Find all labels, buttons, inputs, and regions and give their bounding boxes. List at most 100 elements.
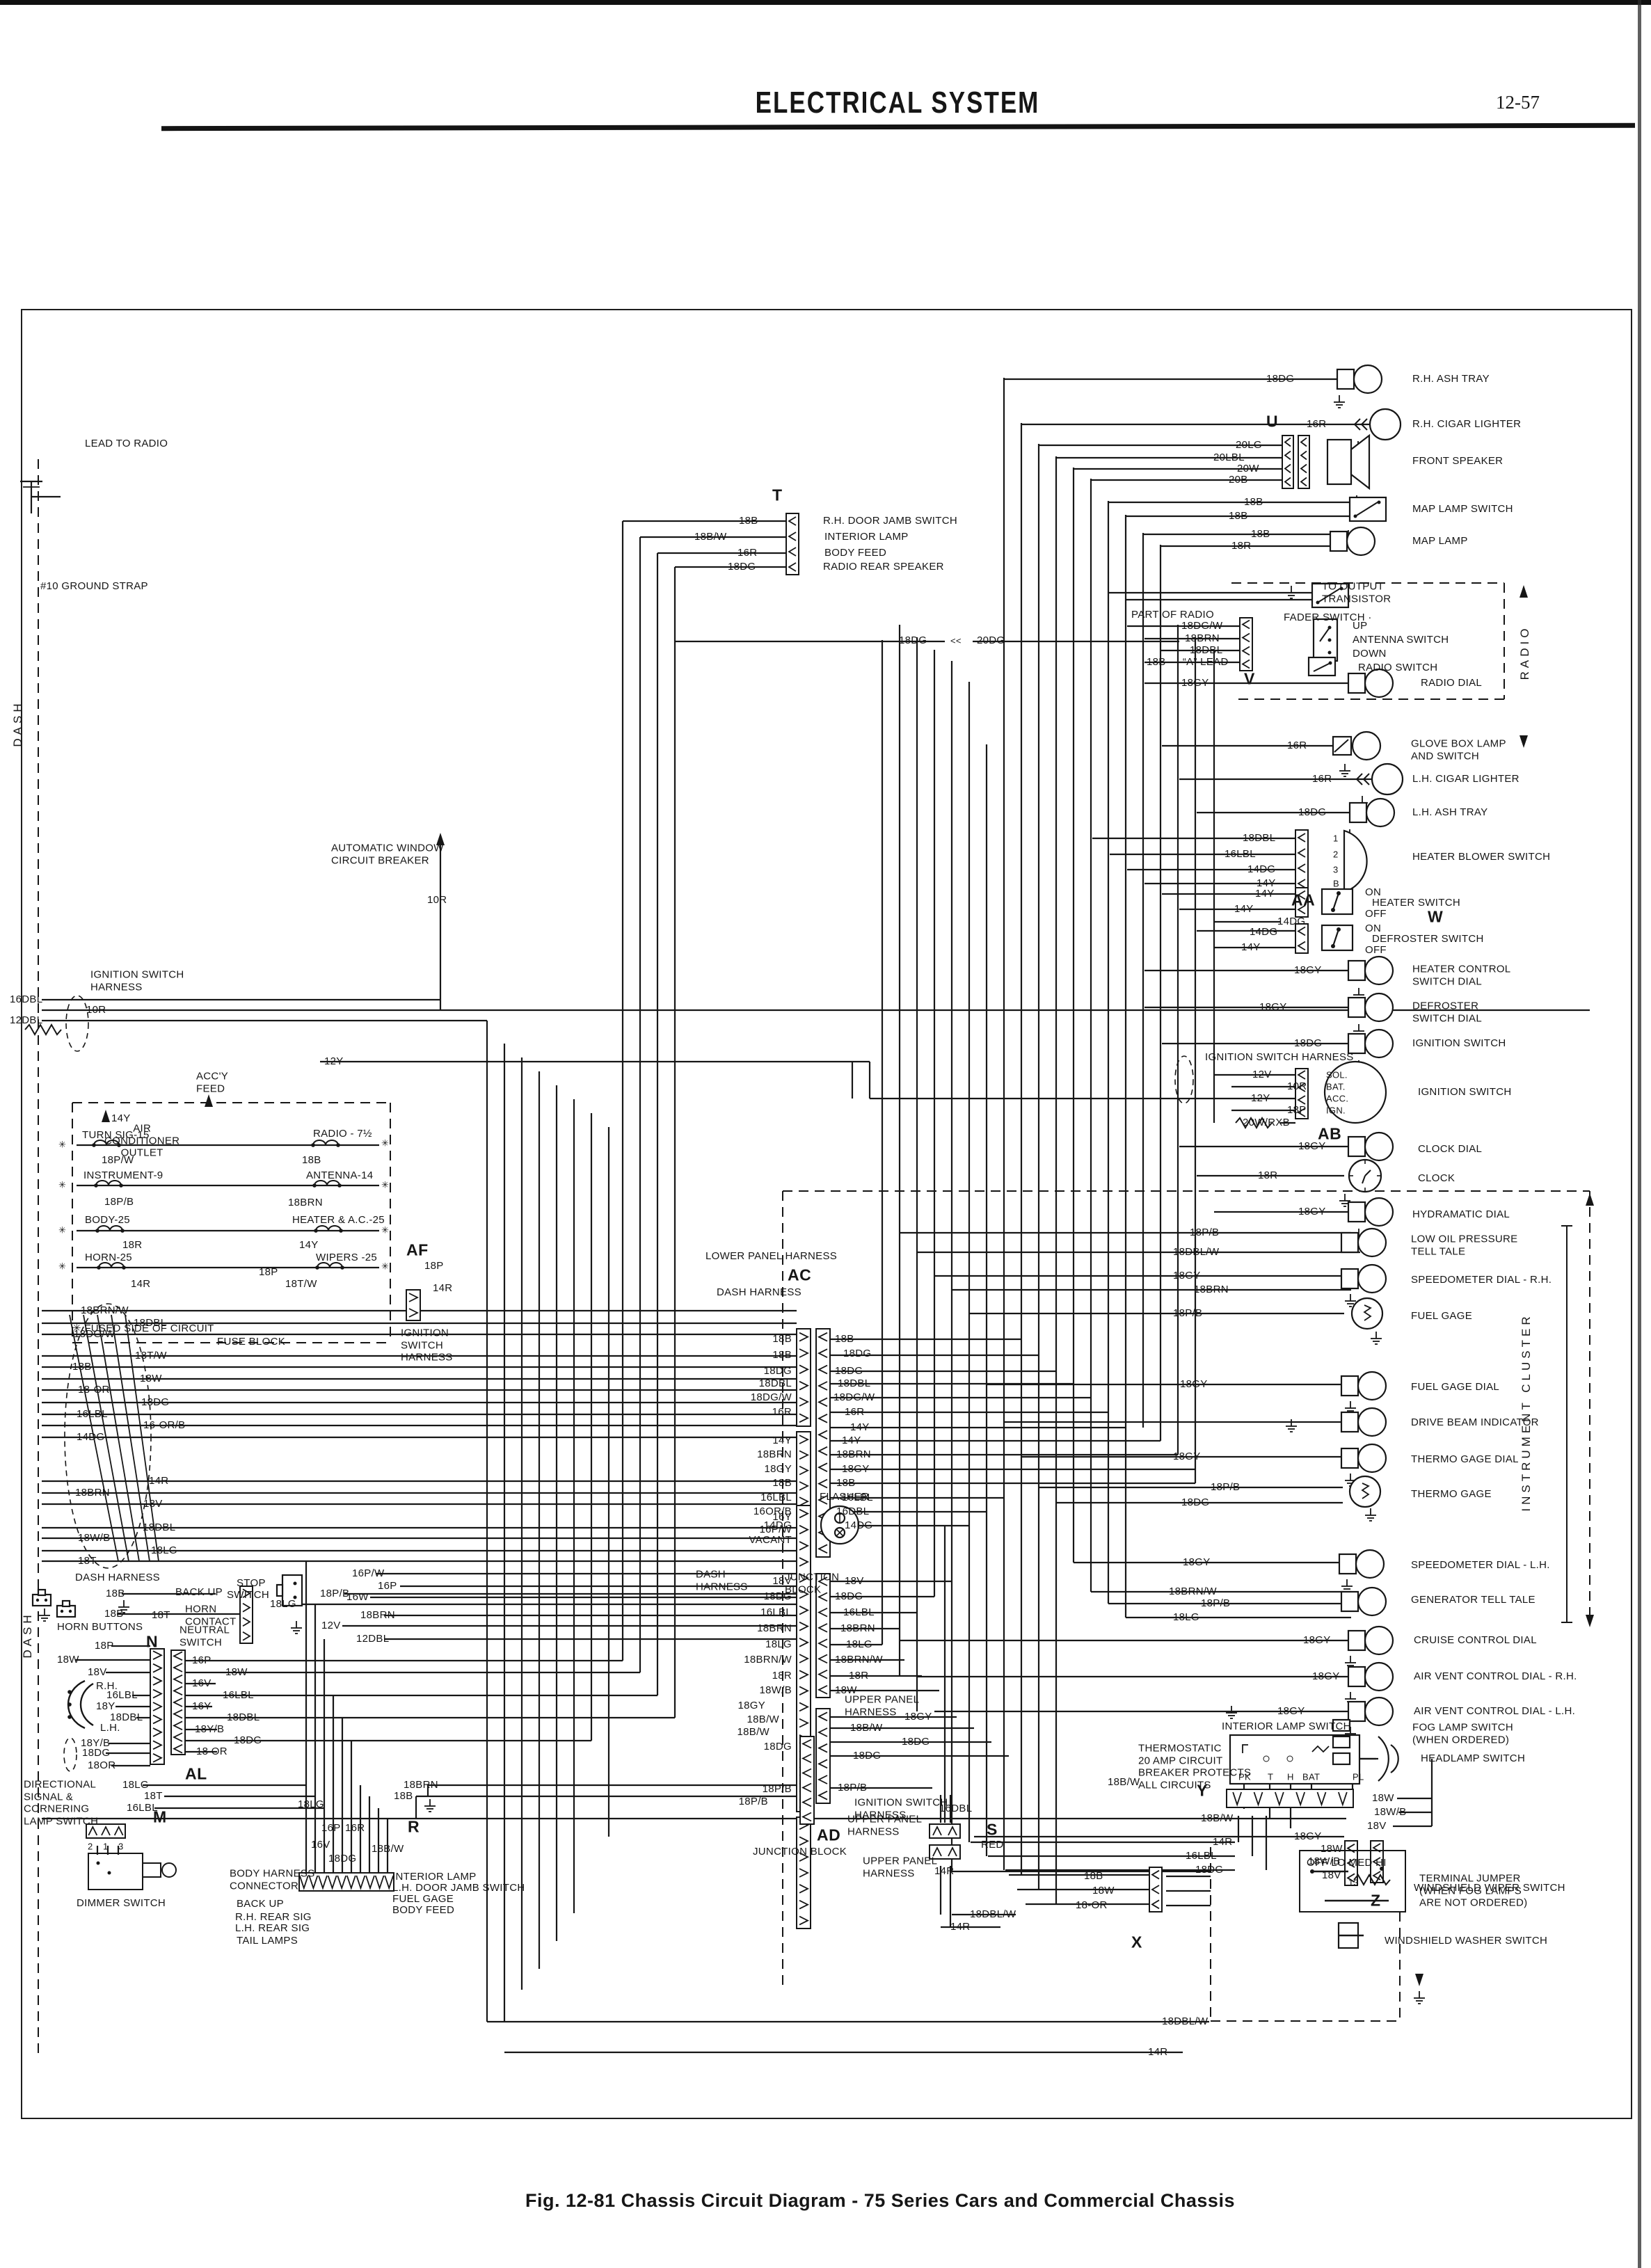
connector-ad: AD bbox=[817, 1826, 841, 1844]
hydramatic-lamp-icon bbox=[1347, 1197, 1394, 1227]
fader-switch-label: FADER SWITCH · bbox=[1284, 612, 1372, 624]
headlamp-switch-label: HEADLAMP SWITCH bbox=[1421, 1752, 1526, 1765]
wire-label: 16LBL bbox=[1186, 1850, 1217, 1862]
wire-label: 18W/B bbox=[1374, 1806, 1407, 1819]
wire-label: 18W/B bbox=[1308, 1855, 1341, 1868]
rh-ash-tray-label: R.H. ASH TRAY bbox=[1412, 373, 1490, 385]
horn-button-icon-2-icon bbox=[56, 1599, 77, 1618]
resistor-icon-1-icon bbox=[24, 1023, 62, 1037]
directional-switch-icon-icon bbox=[67, 1679, 94, 1730]
map-lamp-icon-icon bbox=[1329, 526, 1376, 557]
wire-label: 18B bbox=[394, 1790, 413, 1803]
wire-label: 18DG bbox=[835, 1365, 863, 1377]
thermo-gage-label: THERMO GAGE bbox=[1411, 1488, 1492, 1501]
wire-label: 18Y/B bbox=[81, 1737, 111, 1750]
wire-label: 18B bbox=[772, 1349, 792, 1361]
rh-ash-tray-lamp-icon bbox=[1336, 364, 1383, 394]
wire-label: 10R bbox=[1287, 1080, 1307, 1093]
wire-label: ON bbox=[1365, 923, 1382, 935]
wire-label: 18GY bbox=[1259, 1001, 1287, 1014]
directional-signal-label: DIRECTIONAL SIGNAL & CORNERING LAMP SWIT… bbox=[24, 1778, 99, 1828]
wire-label: 18V bbox=[1322, 1869, 1341, 1882]
wire-label: IGN. bbox=[1326, 1105, 1346, 1116]
speaker-plug bbox=[1298, 435, 1310, 489]
wire-label: 18DG bbox=[902, 1736, 930, 1748]
dash-label-top: DASH bbox=[10, 700, 24, 747]
figure-caption: Fig. 12-81 Chassis Circuit Diagram - 75 … bbox=[525, 2190, 1235, 2211]
glove-box-lamp-icon bbox=[1332, 730, 1382, 761]
wire-label: FUEL GAGE bbox=[392, 1893, 454, 1906]
flasher-label: FLASHER bbox=[820, 1491, 870, 1503]
wiper-switch-box-icon bbox=[1299, 1850, 1406, 1912]
z-connector-1 bbox=[1344, 1840, 1358, 1886]
wire-label: 18B bbox=[302, 1154, 321, 1167]
wire-label: 18B bbox=[104, 1608, 124, 1620]
fuse-icon-1-icon bbox=[92, 1140, 121, 1147]
vent-lh-lamp-icon bbox=[1347, 1696, 1394, 1727]
ignition-lamp-icon bbox=[1347, 1028, 1394, 1059]
wire-label: IGNITION SWITCH HARNESS bbox=[1205, 1051, 1354, 1064]
connector-v: V bbox=[1244, 669, 1255, 688]
drive-beam-lamp-icon bbox=[1340, 1407, 1387, 1437]
wire-label: BACK UP bbox=[175, 1586, 223, 1599]
wire-label: B bbox=[1333, 878, 1339, 889]
wire-label: ✳ bbox=[381, 1179, 390, 1190]
wire-label: 16W bbox=[346, 1591, 369, 1604]
wire-label: 14Y bbox=[842, 1435, 861, 1447]
wire-label: << bbox=[950, 635, 962, 646]
ground-strap-label: #10 GROUND STRAP bbox=[40, 580, 148, 593]
diagram-frame bbox=[21, 309, 1632, 2119]
wire-label: 18LG bbox=[270, 1598, 296, 1611]
wire-label: 18P/B bbox=[1211, 1481, 1241, 1494]
wire-label: 18DBL bbox=[1190, 644, 1223, 657]
u-connector bbox=[1282, 435, 1294, 489]
fog-lamp-switch-icon-icon bbox=[1332, 1718, 1351, 1766]
wire-label: 3 bbox=[118, 1841, 124, 1852]
dash-harness-label: DASH HARNESS bbox=[717, 1286, 801, 1299]
dimmer-switch-label: DIMMER SWITCH bbox=[77, 1897, 166, 1910]
wire-label: 18BRN bbox=[1185, 632, 1220, 645]
horn-button-icon-1-icon bbox=[31, 1588, 52, 1607]
wire-label: 18P/B bbox=[320, 1588, 350, 1600]
auto-window-breaker-label: AUTOMATIC WINDOW CIRCUIT BREAKER bbox=[331, 842, 444, 866]
flasher-icon-icon bbox=[820, 1505, 860, 1545]
wire-label: 18B bbox=[739, 515, 758, 527]
wire-label: 16LBL bbox=[842, 1492, 873, 1504]
wire-label: 12V bbox=[1252, 1069, 1272, 1081]
wire-label: ON bbox=[1365, 886, 1382, 899]
fuse-horn: HORN-25 bbox=[85, 1252, 132, 1264]
dash-label-bottom: DASH bbox=[20, 1611, 34, 1659]
wire-label: 16R bbox=[737, 547, 758, 559]
fuse-radio: RADIO - 7½ bbox=[313, 1128, 372, 1140]
wire-label: ✳ bbox=[58, 1139, 67, 1150]
wire-label: 18DG bbox=[1181, 1496, 1210, 1509]
connector-aa: AA bbox=[1291, 891, 1316, 909]
heater-control-dial-label: HEATER CONTROL SWITCH DIAL bbox=[1412, 963, 1511, 987]
wire-label: 1 bbox=[1333, 833, 1339, 844]
rh-cigar-lighter-icon-icon bbox=[1353, 408, 1402, 441]
body-harness-connector-label: BODY HARNESS CONNECTOR bbox=[230, 1867, 315, 1892]
resistor-icon-3-icon bbox=[1353, 1873, 1391, 1887]
wire-label: 18DG bbox=[835, 1590, 863, 1603]
wire-label: 18V bbox=[143, 1498, 163, 1510]
t-connector bbox=[785, 513, 799, 575]
clock-icon-icon bbox=[1348, 1158, 1382, 1193]
wire-label: 18B/W bbox=[372, 1843, 404, 1855]
fuse-antenna: ANTENNA-14 bbox=[306, 1169, 374, 1182]
wire-label: 18R bbox=[772, 1670, 792, 1682]
wire-label: ✳ bbox=[381, 1224, 390, 1236]
resistor-icon-2-icon bbox=[1235, 1116, 1273, 1130]
wire-label: 18P bbox=[1287, 1104, 1307, 1117]
wire-label: 18V bbox=[772, 1575, 792, 1588]
wire-label: 18LG bbox=[122, 1779, 149, 1791]
interior-lamp-switch-label: INTERIOR LAMP SWITCH bbox=[1222, 1720, 1351, 1733]
upper-panel-harness-label-2: UPPER PANEL HARNESS bbox=[847, 1813, 923, 1837]
wire-label: DASH HARNESS bbox=[696, 1568, 748, 1592]
wire-label: 14Y bbox=[111, 1112, 131, 1125]
wire-label: 18-OR bbox=[1076, 1899, 1108, 1912]
wire-label: 16LBL bbox=[760, 1606, 792, 1619]
connector-m: M bbox=[153, 1807, 167, 1826]
wire-label: 18BRN bbox=[404, 1779, 438, 1791]
clock-dial-label: CLOCK DIAL bbox=[1418, 1143, 1483, 1156]
wire-label: 16P bbox=[192, 1654, 212, 1667]
